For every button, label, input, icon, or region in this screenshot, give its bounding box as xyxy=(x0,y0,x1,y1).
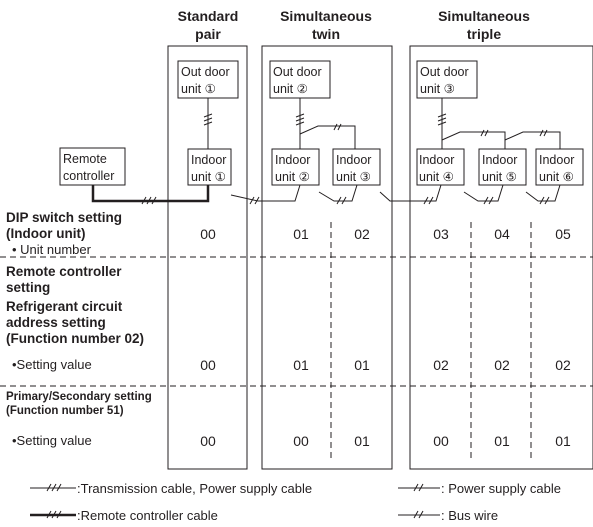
refrigerant-title-3: (Function number 02) xyxy=(6,331,144,346)
svg-text:Indoor: Indoor xyxy=(539,153,574,167)
refrigerant-values: 00 01 01 02 02 02 xyxy=(200,357,571,373)
svg-text:unit ③: unit ③ xyxy=(336,170,371,184)
remote-controller: Remote controller xyxy=(59,147,126,186)
svg-text:Out door: Out door xyxy=(181,65,230,79)
primary-value: 01 xyxy=(555,433,571,449)
bus-wire-2-3 xyxy=(318,184,358,202)
refrigerant-title-2: address setting xyxy=(6,315,106,330)
dip-value: 01 xyxy=(293,226,309,242)
svg-text:Indoor: Indoor xyxy=(336,153,371,167)
svg-text:Indoor: Indoor xyxy=(482,153,517,167)
col-header-triple-line1: Simultaneous xyxy=(438,8,530,24)
primary-title-1: Primary/Secondary setting xyxy=(6,391,152,403)
svg-text:Remote: Remote xyxy=(63,152,107,166)
legend-symbol-remote-cable xyxy=(30,510,76,519)
indoor-unit-1: Indoor unit ① xyxy=(187,148,232,186)
bus-wire-4-5 xyxy=(463,184,504,202)
svg-text:Out door: Out door xyxy=(420,65,469,79)
cable-mark-out3 xyxy=(437,113,447,126)
primary-item: •Setting value xyxy=(12,433,92,448)
dip-value: 02 xyxy=(354,226,370,242)
remote-controller-cable xyxy=(91,185,210,203)
refrigerant-value: 02 xyxy=(555,357,571,373)
indoor-unit-4: Indoor unit ④ xyxy=(416,148,465,186)
col-header-twin-line2: twin xyxy=(312,26,340,42)
refrigerant-value: 01 xyxy=(354,357,370,373)
svg-text:unit ④: unit ④ xyxy=(419,170,454,184)
cable-branch-triple-5 xyxy=(441,131,506,149)
primary-value: 01 xyxy=(354,433,370,449)
legend-bus: : Bus wire xyxy=(441,508,498,523)
refrigerant-value: 02 xyxy=(433,357,449,373)
legend-symbol-power xyxy=(398,483,440,492)
svg-text:unit ⑥: unit ⑥ xyxy=(539,170,574,184)
svg-text:unit ③: unit ③ xyxy=(420,82,455,96)
cable-mark-out1 xyxy=(203,113,213,126)
primary-value: 01 xyxy=(494,433,510,449)
svg-text:controller: controller xyxy=(63,169,114,183)
dip-values: 00 01 02 03 04 05 xyxy=(200,226,571,242)
svg-text:Indoor: Indoor xyxy=(191,153,226,167)
col-header-standard-line2: pair xyxy=(195,26,221,42)
legend-transmission: :Transmission cable, Power supply cable xyxy=(77,481,312,496)
outdoor-unit-2: Out door unit ② xyxy=(269,60,331,99)
svg-text:unit ②: unit ② xyxy=(275,170,310,184)
indoor-unit-2: Indoor unit ② xyxy=(271,148,320,186)
refrigerant-value: 02 xyxy=(494,357,510,373)
svg-text:Indoor: Indoor xyxy=(275,153,310,167)
dip-title-1: DIP switch setting xyxy=(6,210,122,225)
legend-symbol-bus xyxy=(398,510,440,519)
legend-symbol-transmission xyxy=(30,483,76,492)
remote-title-1: Remote controller xyxy=(6,264,122,279)
svg-text:unit ①: unit ① xyxy=(191,170,226,184)
remote-title-2: setting xyxy=(6,280,50,295)
primary-value: 00 xyxy=(200,433,216,449)
dip-item: • Unit number xyxy=(12,242,92,257)
bus-wire-3-4 xyxy=(379,184,442,202)
svg-text:Out door: Out door xyxy=(273,65,322,79)
legend-power: : Power supply cable xyxy=(441,481,561,496)
legend: :Transmission cable, Power supply cable … xyxy=(30,481,561,523)
bus-wire-1-2 xyxy=(230,184,301,202)
dip-value: 03 xyxy=(433,226,449,242)
column-frame-standard xyxy=(167,45,248,470)
indoor-unit-5: Indoor unit ⑤ xyxy=(478,148,527,186)
cable-branch-twin xyxy=(299,125,356,149)
svg-text:unit ②: unit ② xyxy=(273,82,308,96)
svg-text:unit ①: unit ① xyxy=(181,82,216,96)
svg-text:Indoor: Indoor xyxy=(419,153,454,167)
primary-value: 00 xyxy=(293,433,309,449)
primary-values: 00 00 01 00 01 01 xyxy=(200,433,571,449)
dip-value: 05 xyxy=(555,226,571,242)
svg-text:unit ⑤: unit ⑤ xyxy=(482,170,517,184)
refrigerant-value: 01 xyxy=(293,357,309,373)
cable-branch-triple-6 xyxy=(504,131,561,149)
legend-remote-cable: :Remote controller cable xyxy=(77,508,218,523)
refrigerant-value: 00 xyxy=(200,357,216,373)
col-header-triple-line2: triple xyxy=(467,26,501,42)
indoor-unit-6: Indoor unit ⑥ xyxy=(535,148,584,186)
dip-value: 00 xyxy=(200,226,216,242)
outdoor-unit-1: Out door unit ① xyxy=(177,60,239,99)
dip-title-2: (Indoor unit) xyxy=(6,226,85,241)
col-header-twin-line1: Simultaneous xyxy=(280,8,372,24)
primary-title-2: (Function number 51) xyxy=(6,405,124,417)
dip-value: 04 xyxy=(494,226,510,242)
refrigerant-item: •Setting value xyxy=(12,357,92,372)
primary-value: 00 xyxy=(433,433,449,449)
refrigerant-title-1: Refrigerant circuit xyxy=(6,299,123,314)
cable-mark-out2 xyxy=(295,113,305,126)
outdoor-unit-3: Out door unit ③ xyxy=(416,60,478,99)
col-header-standard-line1: Standard xyxy=(178,8,239,24)
indoor-unit-3: Indoor unit ③ xyxy=(332,148,381,186)
